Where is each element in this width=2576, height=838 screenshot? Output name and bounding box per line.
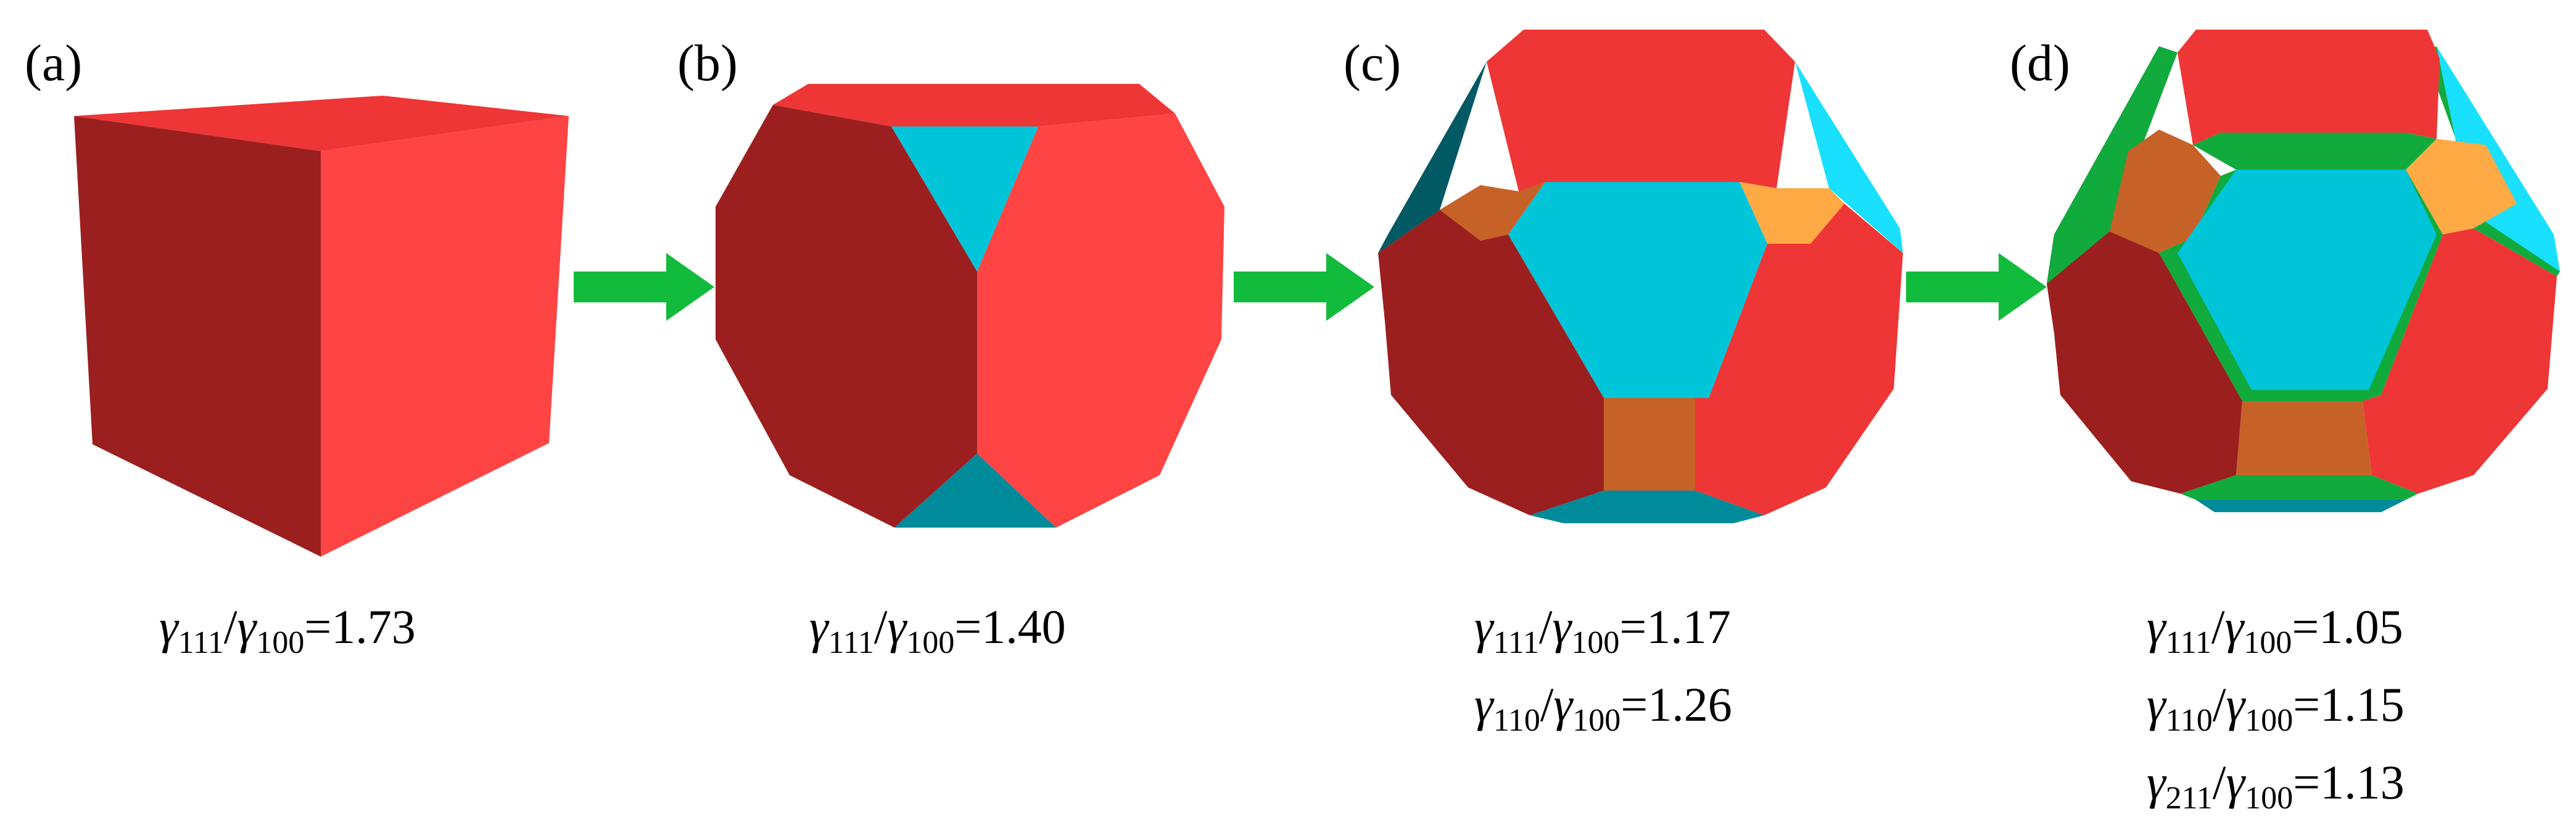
ratio-d-2: γ110/γ100=1.15 bbox=[2147, 678, 2405, 738]
b-top-111-face bbox=[891, 127, 1038, 272]
c-bottom-111-face bbox=[1530, 491, 1764, 523]
c-left-100-face bbox=[1378, 210, 1604, 515]
d-bottom-211-strip bbox=[2181, 475, 2418, 500]
c-left-111-face bbox=[1378, 62, 1487, 253]
polyhedron-c-shape bbox=[1378, 30, 1903, 523]
d-center-111-face bbox=[2178, 170, 2437, 390]
b-bottom-111-face bbox=[894, 454, 1056, 528]
ratios-d: γ111/γ100=1.05 γ110/γ100=1.15 γ211/γ100=… bbox=[2147, 600, 2405, 816]
polyhedron-d-shape bbox=[2047, 30, 2560, 512]
c-top-100-face bbox=[1487, 30, 1795, 191]
ratio-a-1: γ111/γ100=1.73 bbox=[159, 600, 416, 660]
arrow-c-to-d bbox=[1906, 253, 2047, 321]
ratios-a: γ111/γ100=1.73 bbox=[159, 600, 416, 660]
arrow-b-to-c bbox=[1234, 253, 1374, 321]
cube-right-face bbox=[321, 116, 569, 557]
panel-label-d: (d) bbox=[2010, 35, 2070, 92]
b-top-100-face bbox=[773, 84, 1175, 127]
d-right-110-face bbox=[2406, 139, 2517, 234]
d-top-211-strip bbox=[2193, 133, 2437, 170]
c-center-111-face bbox=[1508, 182, 1767, 398]
c-left-110-face bbox=[1440, 182, 1545, 241]
ratios-c: γ111/γ100=1.17 γ110/γ100=1.26 bbox=[1474, 600, 1732, 738]
b-right-100-face bbox=[977, 114, 1224, 528]
cube-top-face bbox=[74, 96, 569, 151]
panel-label-c: (c) bbox=[1344, 35, 1401, 92]
b-left-100-face bbox=[716, 105, 977, 528]
d-left-110-face bbox=[2110, 130, 2221, 253]
d-right-111-face bbox=[2437, 46, 2560, 272]
d-top-100-face bbox=[2178, 30, 2440, 145]
d-right-100-face bbox=[2363, 228, 2557, 494]
c-right-111-face bbox=[1795, 62, 1903, 253]
panel-label-b: (b) bbox=[677, 35, 738, 92]
panel-label-a: (a) bbox=[25, 35, 82, 92]
c-right-100-face bbox=[1695, 204, 1903, 515]
d-bottom-110-face bbox=[2236, 401, 2372, 481]
d-left-211-strip bbox=[2047, 46, 2178, 287]
truncated-cube-shape bbox=[716, 84, 1224, 528]
ratios-b: γ111/γ100=1.40 bbox=[809, 600, 1066, 660]
d-left-100-face bbox=[2047, 231, 2242, 494]
ratio-d-3: γ211/γ100=1.13 bbox=[2147, 755, 2405, 816]
arrow-a-to-b bbox=[574, 253, 714, 321]
ratio-b-1: γ111/γ100=1.40 bbox=[809, 600, 1066, 660]
d-bottom-111-face bbox=[2196, 500, 2406, 512]
cube-left-face bbox=[74, 116, 321, 557]
c-bottom-110-face bbox=[1604, 398, 1695, 491]
ratio-c-1: γ111/γ100=1.17 bbox=[1474, 600, 1731, 660]
ratio-c-2: γ110/γ100=1.26 bbox=[1474, 678, 1732, 738]
cube-shape bbox=[74, 96, 569, 557]
ratio-d-1: γ111/γ100=1.05 bbox=[2147, 600, 2403, 660]
c-right-110-face bbox=[1740, 182, 1844, 244]
